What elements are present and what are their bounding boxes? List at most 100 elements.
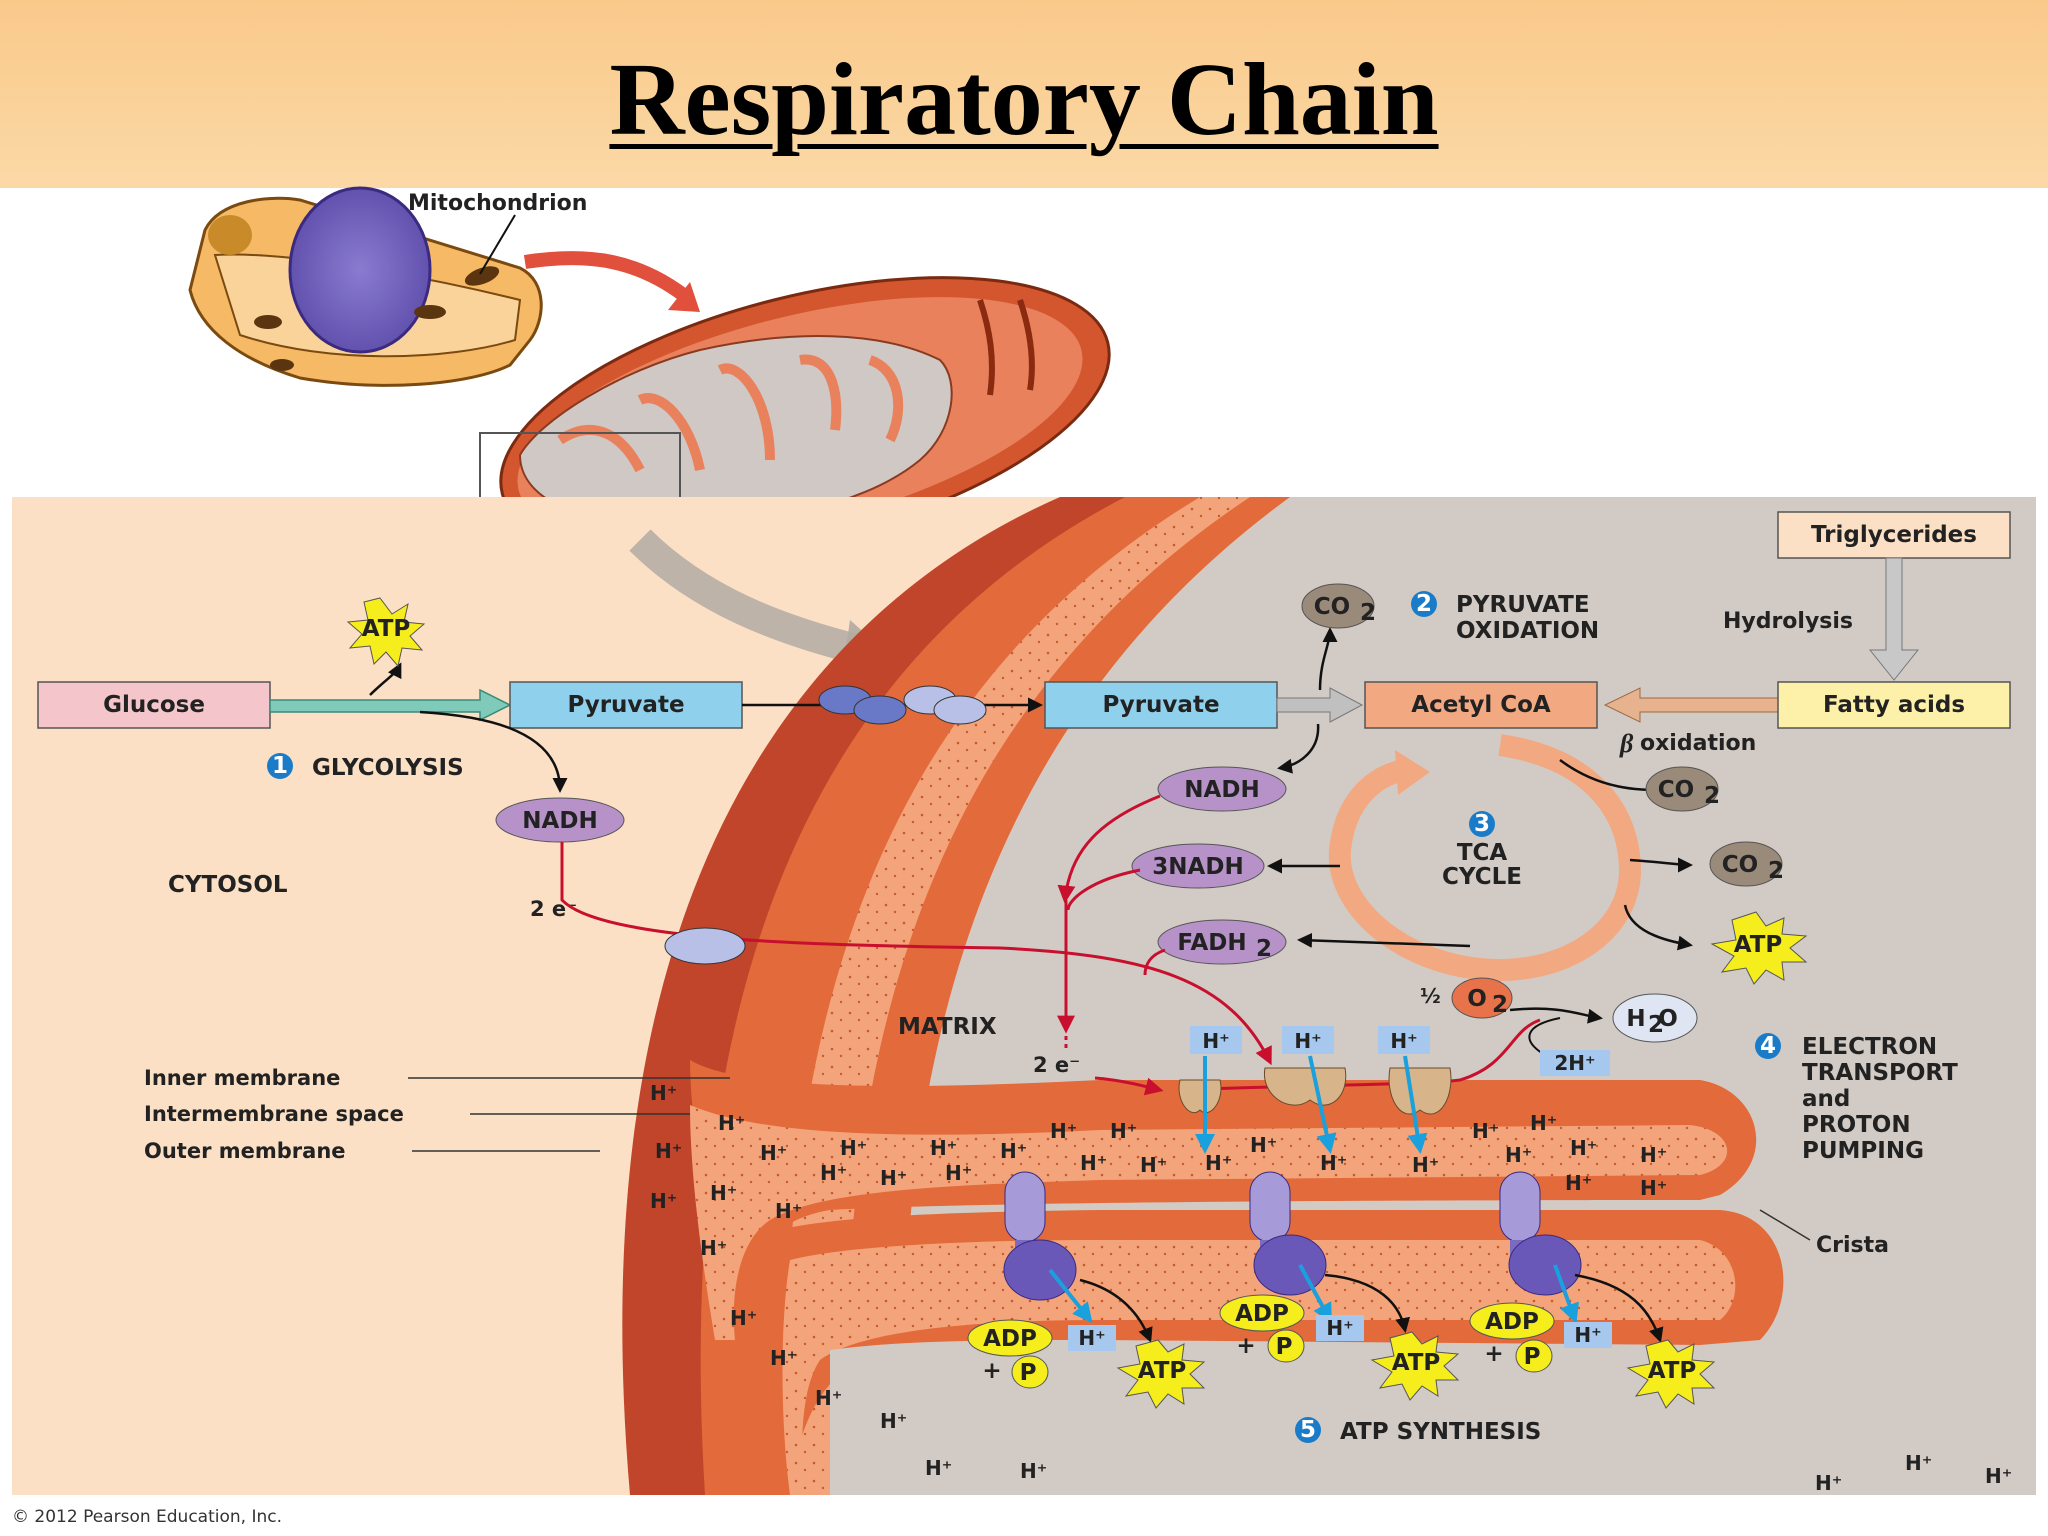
svg-text:H⁺: H⁺	[650, 1081, 677, 1105]
water: H 2 O	[1612, 993, 1698, 1043]
svg-text:O: O	[1467, 986, 1487, 1012]
svg-text:H⁺: H⁺	[925, 1456, 952, 1480]
step-4-label: 4 ELECTRON TRANSPORT and PROTON PUMPING	[1755, 1033, 1958, 1164]
svg-text:2: 2	[1256, 936, 1272, 962]
svg-text:H⁺: H⁺	[880, 1166, 907, 1190]
svg-text:H⁺: H⁺	[775, 1199, 802, 1223]
nadh-matrix: NADH	[1157, 766, 1287, 812]
svg-text:H⁺: H⁺	[1472, 1119, 1499, 1143]
glucose-box: Glucose	[37, 681, 271, 729]
svg-text:P: P	[1524, 1344, 1541, 1370]
svg-text:PUMPING: PUMPING	[1802, 1138, 1924, 1164]
co2-pyruvate: CO 2	[1301, 583, 1376, 629]
outer-membrane-label: Outer membrane	[144, 1139, 346, 1163]
svg-text:OXIDATION: OXIDATION	[1456, 618, 1599, 644]
triglycerides-box: Triglycerides	[1777, 511, 2011, 559]
svg-text:ATP: ATP	[362, 616, 411, 642]
svg-text:H⁺: H⁺	[1205, 1151, 1232, 1175]
svg-text:H⁺: H⁺	[730, 1306, 757, 1330]
svg-text:O: O	[1658, 1006, 1678, 1032]
svg-text:5: 5	[1300, 1417, 1316, 1443]
svg-text:H⁺: H⁺	[700, 1236, 727, 1260]
svg-text:ATP SYNTHESIS: ATP SYNTHESIS	[1340, 1419, 1541, 1445]
svg-text:+: +	[982, 1358, 1001, 1384]
fatty-acids-box: Fatty acids	[1777, 681, 2011, 729]
matrix-label: MATRIX	[898, 1014, 997, 1040]
step-1-label: 1 GLYCOLYSIS	[267, 753, 464, 781]
svg-text:ADP: ADP	[1485, 1309, 1539, 1335]
svg-text:H⁺: H⁺	[1110, 1119, 1137, 1143]
cytosol-2e-label: 2 e⁻	[530, 897, 577, 921]
step-5-label: 5 ATP SYNTHESIS	[1295, 1417, 1541, 1445]
svg-text:H⁺: H⁺	[650, 1189, 677, 1213]
svg-text:3NADH: 3NADH	[1152, 854, 1243, 880]
svg-text:H⁺: H⁺	[718, 1111, 745, 1135]
nadh-shuttle	[664, 927, 746, 965]
step-2-label: 2 PYRUVATE OXIDATION	[1411, 591, 1599, 644]
atp-star-glycolysis: ATP	[346, 597, 426, 668]
svg-text:2: 2	[1648, 1012, 1664, 1038]
atp-synthase-2	[1249, 1171, 1332, 1324]
svg-text:1: 1	[272, 753, 288, 779]
intermembrane-protons: H⁺ H⁺ H⁺ H⁺ H⁺ H⁺ H⁺ H⁺ H⁺ H⁺ H⁺ H⁺ H⁺ H…	[650, 1081, 2012, 1495]
svg-text:H⁺: H⁺	[1565, 1171, 1592, 1195]
co2-tca-2: CO 2	[1709, 841, 1784, 887]
svg-text:H⁺: H⁺	[945, 1161, 972, 1185]
cell-cutaway: Mitochondrion	[188, 186, 587, 387]
mitochondrion-illustration	[479, 276, 1111, 560]
svg-text:ATP: ATP	[1392, 1350, 1441, 1376]
svg-text:Pyruvate: Pyruvate	[1102, 692, 1219, 718]
svg-text:H⁺: H⁺	[1530, 1111, 1557, 1135]
svg-text:H⁺: H⁺	[1985, 1464, 2012, 1488]
svg-text:and: and	[1802, 1086, 1850, 1112]
svg-text:H⁺: H⁺	[1412, 1153, 1439, 1177]
svg-text:ELECTRON: ELECTRON	[1802, 1034, 1937, 1060]
svg-text:3: 3	[1474, 811, 1490, 837]
proton-pumps: H⁺ H⁺ H⁺	[1190, 1026, 1430, 1154]
svg-text:½: ½	[1420, 984, 1441, 1008]
cytosol-label: CYTOSOL	[168, 872, 288, 898]
svg-text:Fatty acids: Fatty acids	[1823, 692, 1965, 718]
matrix-2e-label: 2 e⁻	[1033, 1053, 1080, 1077]
svg-text:CYCLE: CYCLE	[1442, 864, 1522, 890]
svg-text:H⁺: H⁺	[1640, 1176, 1667, 1200]
svg-text:H⁺: H⁺	[840, 1136, 867, 1160]
svg-text:H⁺: H⁺	[1202, 1029, 1229, 1053]
svg-text:Glucose: Glucose	[103, 692, 205, 718]
svg-text:PYRUVATE: PYRUVATE	[1456, 592, 1590, 618]
svg-text:H⁺: H⁺	[655, 1139, 682, 1163]
atp-synthesis-group-2: ADP + P H⁺ ATP	[1219, 1273, 1460, 1401]
nucleus-icon	[288, 186, 432, 354]
svg-text:NADH: NADH	[1184, 777, 1259, 803]
svg-text:2: 2	[1492, 992, 1508, 1018]
svg-text:H⁺: H⁺	[770, 1346, 797, 1370]
svg-text:H⁺: H⁺	[1570, 1136, 1597, 1160]
svg-text:TCA: TCA	[1457, 840, 1508, 866]
mitochondrion-label: Mitochondrion	[408, 191, 587, 216]
crista-label: Crista	[1816, 1233, 1889, 1258]
oxygen: O 2	[1451, 977, 1513, 1019]
svg-text:H⁺: H⁺	[1390, 1029, 1417, 1053]
svg-text:NADH: NADH	[522, 808, 597, 834]
svg-text:2: 2	[1704, 783, 1720, 809]
svg-text:CO: CO	[1658, 777, 1694, 803]
fadh2: FADH 2	[1157, 919, 1287, 965]
svg-text:GLYCOLYSIS: GLYCOLYSIS	[312, 755, 464, 781]
svg-text:P: P	[1276, 1334, 1293, 1360]
tca-cycle-arrow	[1328, 734, 1642, 982]
svg-text:CO: CO	[1314, 594, 1350, 620]
svg-text:H⁺: H⁺	[930, 1136, 957, 1160]
svg-text:H⁺: H⁺	[1020, 1459, 1047, 1483]
svg-text:4: 4	[1760, 1033, 1776, 1059]
svg-text:H⁺: H⁺	[880, 1409, 907, 1433]
atp-synthesis-group-1: ADP + P H⁺ ATP	[967, 1278, 1206, 1409]
title-banner	[0, 0, 2048, 188]
svg-text:H⁺: H⁺	[820, 1161, 847, 1185]
svg-text:H⁺: H⁺	[1640, 1143, 1667, 1167]
step-3-label: 3 TCA CYCLE	[1442, 811, 1522, 890]
inner-membrane-label: Inner membrane	[144, 1066, 340, 1090]
intermembrane-space-label: Intermembrane space	[144, 1102, 404, 1126]
copyright-text: © 2012 Pearson Education, Inc.	[12, 1507, 282, 1527]
three-nadh: 3NADH	[1131, 843, 1265, 889]
